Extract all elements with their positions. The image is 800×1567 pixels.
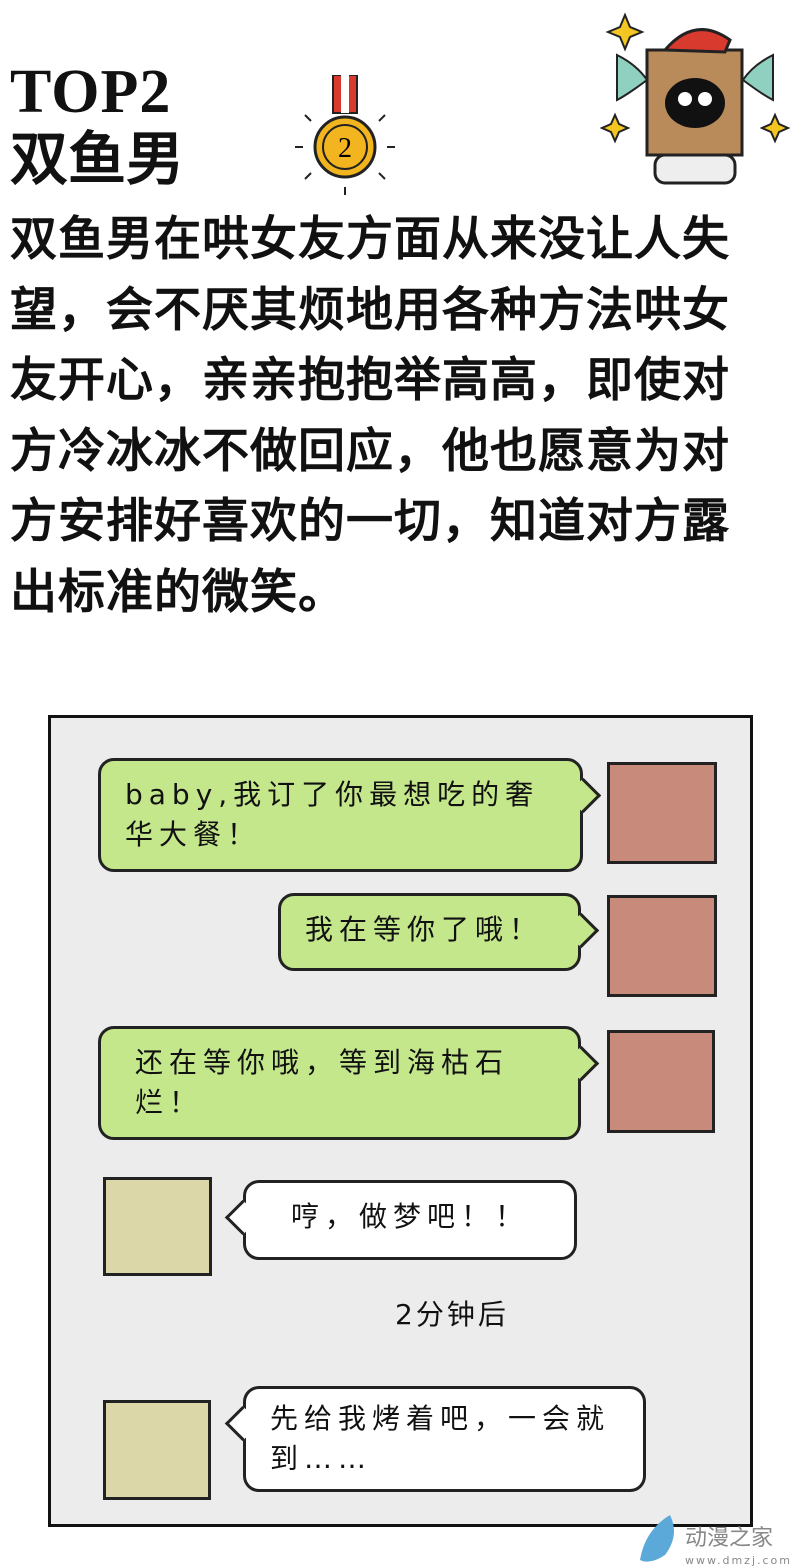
- avatar-rabbit: [103, 1177, 212, 1276]
- description-line: 友开心，亲亲抱抱举高高，即使对: [10, 353, 730, 408]
- medal-number: 2: [338, 133, 352, 164]
- medal-icon: 2: [295, 75, 395, 195]
- description-line: 方安排好喜欢的一切，知道对方露: [10, 494, 730, 549]
- chat-bubble-girl: 哼，做梦吧！！: [243, 1180, 577, 1260]
- description-line: 出标准的微笑。: [10, 564, 346, 620]
- chat-bubble-girl: 先给我烤着吧，一会就到……: [243, 1386, 646, 1492]
- watermark-logo-icon: [640, 1515, 674, 1562]
- sign-title: 双鱼男: [10, 125, 185, 193]
- description-line: 望，会不厌其烦地用各种方法哄女: [10, 282, 730, 338]
- watermark-name: 动漫之家: [685, 1526, 774, 1551]
- description-line: 双鱼男在哄女友方面从来没让人失: [10, 212, 730, 267]
- avatar-paper-bag: [607, 895, 717, 997]
- description-paragraph: 双鱼男在哄女友方面从来没让人失 望，会不厌其烦地用各种方法哄女 友开心，亲亲抱抱…: [10, 205, 800, 628]
- rank-title: TOP2: [10, 58, 172, 126]
- time-note: 2分钟后: [395, 1298, 509, 1331]
- chat-bubble-boy: 我在等你了哦！: [278, 893, 581, 971]
- avatar-paper-bag: [607, 1030, 715, 1133]
- chat-bubble-boy: baby,我订了你最想吃的奢华大餐！: [98, 758, 583, 872]
- paper-bag-character-illustration: [599, 12, 791, 185]
- description-line: 方冷冰冰不做回应，他也愿意为对: [10, 423, 730, 479]
- watermark-url: www.dmzj.com: [685, 1554, 792, 1567]
- avatar-paper-bag: [607, 762, 717, 864]
- avatar-rabbit: [103, 1400, 211, 1500]
- chat-bubble-boy: 还在等你哦，等到海枯石烂！: [98, 1026, 581, 1140]
